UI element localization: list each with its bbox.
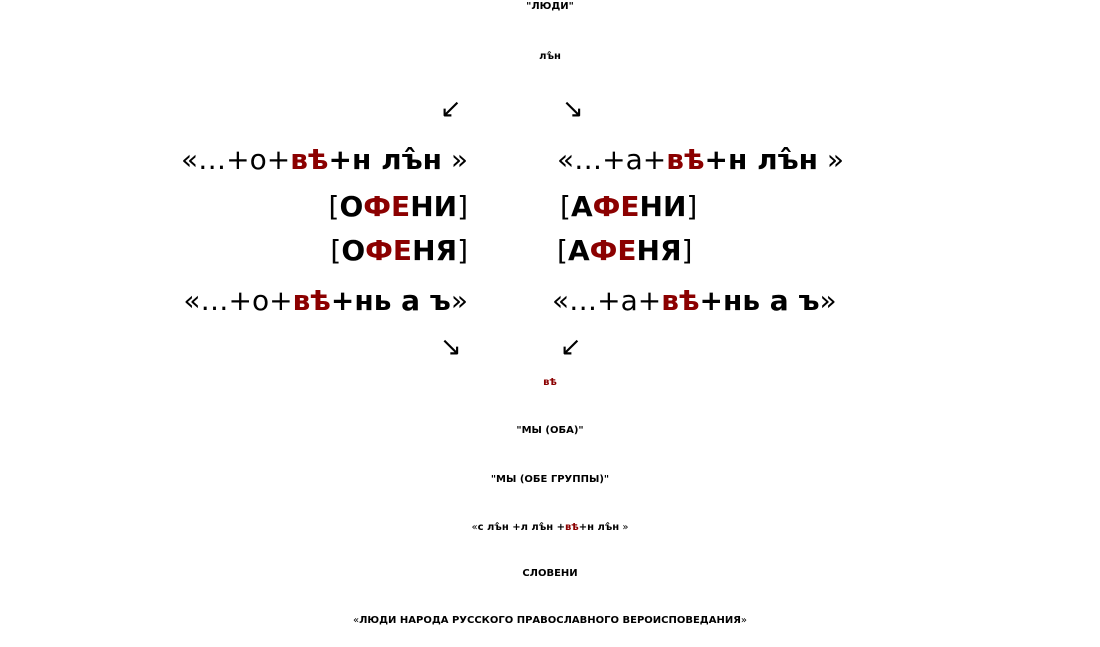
left-formula-1-rest: +н лъ̂н [328, 143, 442, 176]
we-both-groups: "МЫ (ОБЕ ГРУППЫ)" [490, 474, 610, 485]
left-formula-1-close: » [441, 143, 468, 176]
right-word-afeni-a: А [570, 190, 593, 223]
left-formula-1: «…+о+вѣ+н лъ̂н » [181, 146, 468, 174]
left-word-ofeni-fe: ФЕ [363, 190, 411, 223]
right-word-afenya-b: НЯ [636, 234, 682, 267]
sloveni-meaning-close: » [740, 615, 748, 626]
bracket-close: ] [457, 234, 468, 267]
left-word-ofeni: [ОФЕНИ] [329, 193, 468, 221]
bracket-open: [ [330, 234, 342, 267]
right-formula-1-close: » [818, 143, 845, 176]
sloveni-formula: «с лъ̂н +л лъ̂н +вѣ+н лъ̂н » [0, 523, 1100, 533]
we-both: "МЫ (ОБА)" [516, 425, 584, 436]
right-word-afenya-fe: ФЕ [589, 234, 637, 267]
right-formula-1-rest: +н лъ̂н [704, 143, 818, 176]
right-word-afeni-b: НИ [639, 190, 687, 223]
left-word-ofeni-a: О [339, 190, 364, 223]
left-formula-2: «…+о+вѣ+нь а ъ» [183, 287, 468, 315]
ve-root: вѣ [543, 377, 557, 388]
left-formula-2-ve: вѣ [292, 284, 331, 317]
left-formula-1-ve: вѣ [290, 143, 329, 176]
left-formula-2-open: «…+о+ [183, 284, 293, 317]
root-formula: лъ̂н [539, 51, 561, 62]
sloveni-meaning-open: « [352, 615, 360, 626]
arrow-down-right-icon: ↘ [440, 332, 462, 362]
right-word-afeni-fe: ФЕ [592, 190, 640, 223]
bracket-open: [ [560, 190, 571, 223]
sloveni-formula-open: « [471, 522, 478, 533]
left-word-ofenya-fe: ФЕ [365, 234, 413, 267]
bracket-close: ] [681, 234, 693, 267]
word-sloveni: СЛОВЕНИ [522, 568, 578, 579]
title-lyudi: "ЛЮДИ" [526, 1, 574, 12]
bracket-close: ] [457, 190, 468, 223]
arrow-down-right-icon: ↘ [562, 94, 584, 124]
left-word-ofenya: [ОФЕНЯ] [330, 237, 468, 265]
sloveni-meaning: «ЛЮДИ НАРОДА РУССКОГО ПРАВОСЛАВНОГО ВЕРО… [0, 616, 1100, 626]
left-word-ofenya-a: О [341, 234, 366, 267]
right-formula-1-open: «…+а+ [557, 143, 667, 176]
bracket-open: [ [328, 190, 340, 223]
right-formula-1: «…+а+вѣ+н лъ̂н » [557, 146, 844, 174]
right-formula-2: «…+а+вѣ+нь а ъ» [552, 287, 837, 315]
bracket-close: ] [686, 190, 698, 223]
sloveni-formula-a: с лъ̂н +л лъ̂н + [477, 522, 566, 533]
sloveni-formula-ve: вѣ [565, 522, 579, 533]
right-formula-2-close: » [819, 284, 837, 317]
left-formula-2-close: » [450, 284, 468, 317]
right-word-afeni: [АФЕНИ] [560, 193, 697, 221]
left-word-ofeni-b: НИ [410, 190, 458, 223]
right-formula-2-ve: вѣ [661, 284, 700, 317]
bracket-open: [ [557, 234, 568, 267]
sloveni-formula-b: +н лъ̂н [578, 522, 620, 533]
sloveni-formula-close: » [619, 522, 629, 533]
left-word-ofenya-b: НЯ [412, 234, 458, 267]
arrow-down-left-icon: ↙ [560, 332, 582, 362]
right-formula-2-rest: +нь а ъ [699, 284, 820, 317]
sloveni-meaning-text: ЛЮДИ НАРОДА РУССКОГО ПРАВОСЛАВНОГО ВЕРОИ… [359, 615, 741, 626]
right-word-afenya-a: А [567, 234, 590, 267]
left-formula-1-open: «…+о+ [181, 143, 291, 176]
right-formula-2-open: «…+а+ [552, 284, 662, 317]
right-word-afenya: [АФЕНЯ] [557, 237, 692, 265]
left-formula-2-rest: +нь а ъ [330, 284, 451, 317]
right-formula-1-ve: вѣ [666, 143, 705, 176]
arrow-down-left-icon: ↙ [440, 94, 462, 124]
